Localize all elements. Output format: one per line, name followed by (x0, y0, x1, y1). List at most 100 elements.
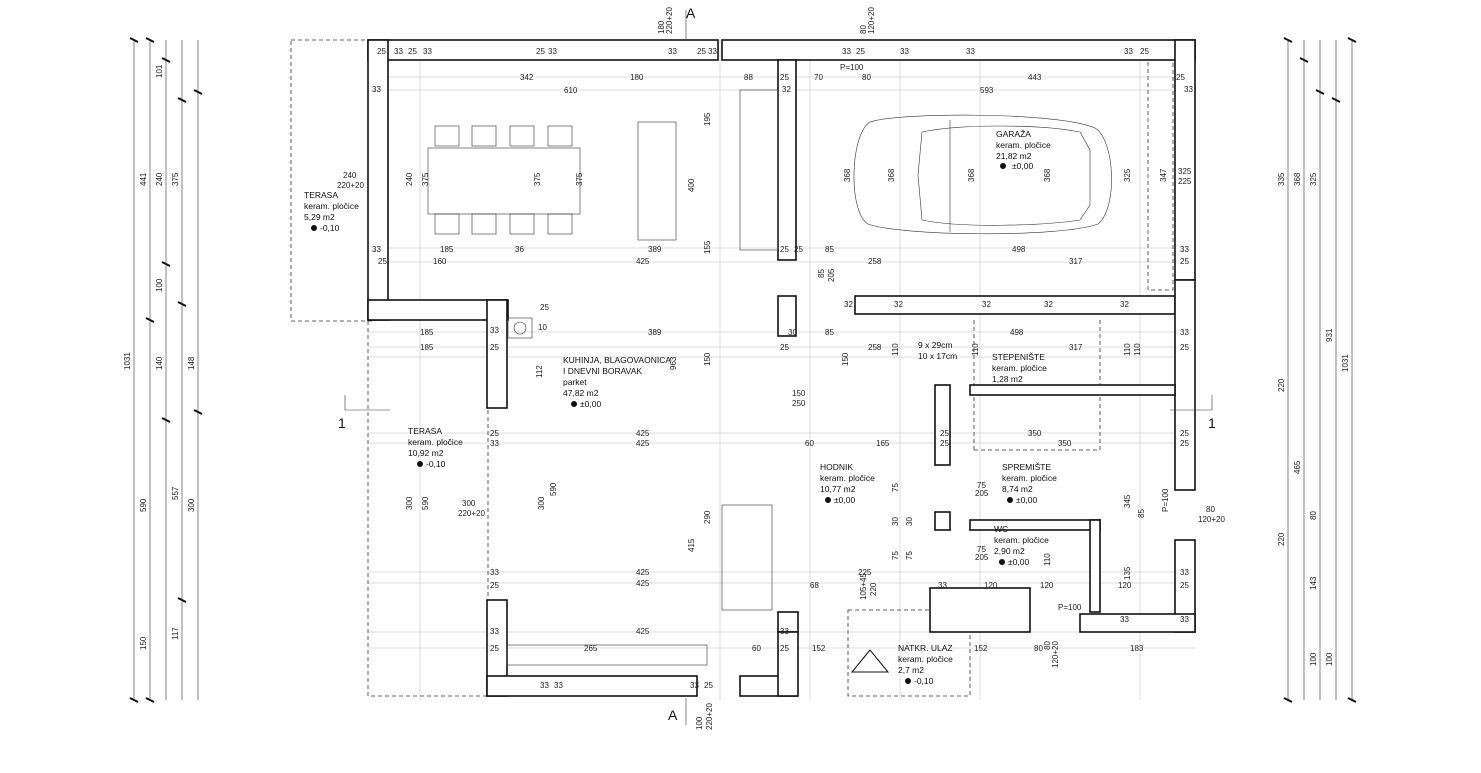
inner-vertical-dimensions: 375 240 375 375 400 195 155 150 150 112 … (405, 112, 1168, 580)
room-level-wc: ±0,00 (1008, 557, 1029, 567)
section-a-bottom: A (668, 707, 678, 723)
svg-text:25: 25 (1180, 257, 1189, 266)
svg-text:140: 140 (155, 356, 164, 370)
room-area-hodnik: 10,77 m2 (820, 484, 856, 494)
svg-text:117: 117 (171, 627, 180, 640)
svg-text:150: 150 (703, 352, 712, 366)
svg-text:375: 375 (421, 172, 430, 186)
svg-text:33: 33 (372, 85, 381, 94)
svg-text:75: 75 (891, 483, 900, 492)
room-level-terasa-top: -0,10 (320, 223, 340, 233)
svg-text:80: 80 (862, 73, 871, 82)
svg-text:415: 415 (687, 538, 696, 552)
svg-text:30: 30 (905, 517, 914, 526)
room-area-ulaz: 2,7 m2 (898, 665, 924, 675)
room-area-spremiste: 8,74 m2 (1002, 484, 1033, 494)
svg-text:258: 258 (868, 257, 882, 266)
svg-text:425: 425 (636, 568, 650, 577)
svg-text:100: 100 (155, 278, 164, 292)
svg-text:220+20: 220+20 (337, 181, 364, 190)
stair-step-1: 9 x 29cm (918, 340, 953, 350)
svg-text:400: 400 (687, 178, 696, 192)
room-finish-ulaz: keram. pločice (898, 654, 953, 664)
svg-text:25: 25 (1180, 439, 1189, 448)
svg-text:180: 180 (657, 20, 666, 34)
svg-text:265: 265 (584, 644, 598, 653)
svg-text:33: 33 (1180, 245, 1189, 254)
svg-text:32: 32 (1044, 300, 1053, 309)
svg-text:25: 25 (377, 47, 386, 56)
svg-text:60: 60 (752, 644, 761, 653)
svg-text:33: 33 (1124, 47, 1133, 56)
svg-text:593: 593 (980, 86, 994, 95)
svg-text:33: 33 (394, 47, 403, 56)
svg-text:220+20: 220+20 (458, 509, 485, 518)
svg-text:590: 590 (421, 496, 430, 510)
svg-text:347: 347 (1159, 168, 1168, 182)
svg-text:120+20: 120+20 (1198, 515, 1225, 524)
level-marker-icon (1007, 497, 1013, 503)
svg-text:425: 425 (636, 439, 650, 448)
svg-text:368: 368 (1293, 172, 1302, 186)
svg-text:33: 33 (372, 245, 381, 254)
level-marker-icon (417, 461, 423, 467)
svg-text:25: 25 (1180, 429, 1189, 438)
svg-text:100: 100 (1325, 652, 1334, 666)
svg-text:165: 165 (876, 439, 890, 448)
svg-text:220: 220 (1277, 378, 1286, 392)
room-name-ulaz: NATKR. ULAZ (898, 643, 953, 653)
svg-text:110: 110 (1043, 553, 1052, 566)
svg-text:250: 250 (792, 399, 806, 408)
svg-text:88: 88 (744, 73, 753, 82)
svg-text:25: 25 (780, 73, 789, 82)
room-area-terasa-top: 5,29 m2 (304, 212, 335, 222)
svg-text:25: 25 (490, 581, 499, 590)
level-marker-icon (905, 678, 911, 684)
svg-text:110: 110 (971, 343, 980, 356)
svg-text:105+45: 105+45 (859, 573, 868, 600)
svg-text:590: 590 (549, 482, 558, 496)
level-marker-icon (571, 401, 577, 407)
svg-text:152: 152 (812, 644, 826, 653)
wall-thickness-labels: 25 33 25 33 25 33 33 25 33 33 25 33 33 3… (372, 47, 1193, 690)
svg-text:85: 85 (825, 245, 834, 254)
section-a-top: A (686, 5, 696, 21)
svg-text:25: 25 (408, 47, 417, 56)
svg-text:85: 85 (817, 269, 826, 278)
svg-text:120: 120 (984, 581, 998, 590)
svg-text:368: 368 (967, 168, 976, 182)
svg-text:183: 183 (1130, 644, 1144, 653)
svg-text:25: 25 (490, 343, 499, 352)
svg-text:389: 389 (648, 328, 662, 337)
svg-text:33: 33 (780, 627, 789, 636)
room-area-garaza: 21,82 m2 (996, 151, 1032, 161)
room-finish-kuhinja: parket (563, 377, 587, 387)
svg-text:155: 155 (703, 240, 712, 254)
room-level-garaza: ±0,00 (1012, 161, 1033, 171)
top-dimensions: 342 180 88 70 80 443 610 593 185 36 389 … (420, 73, 1083, 352)
side-dimensions: 1031 441 590 150 101 240 100 140 557 117… (123, 64, 1350, 666)
svg-text:120: 120 (1040, 581, 1054, 590)
svg-text:30: 30 (788, 328, 797, 337)
level-marker-icon (825, 497, 831, 503)
car-outline (853, 114, 1112, 235)
svg-text:300: 300 (405, 496, 414, 510)
svg-text:498: 498 (1012, 245, 1026, 254)
svg-text:100: 100 (695, 716, 704, 730)
entry-arrow-icon (850, 649, 890, 673)
svg-text:25: 25 (697, 47, 706, 56)
svg-text:25: 25 (1180, 581, 1189, 590)
svg-text:150: 150 (139, 636, 148, 650)
svg-text:33: 33 (490, 568, 499, 577)
svg-text:P=100: P=100 (1161, 488, 1170, 512)
svg-text:335: 335 (1277, 172, 1286, 186)
svg-text:205: 205 (975, 489, 989, 498)
svg-text:195: 195 (703, 112, 712, 126)
room-finish-terasa-top: keram. pločice (304, 201, 359, 211)
svg-text:30: 30 (891, 517, 900, 526)
svg-text:110: 110 (1123, 343, 1132, 356)
svg-text:425: 425 (636, 627, 650, 636)
svg-text:33: 33 (842, 47, 851, 56)
svg-text:610: 610 (564, 86, 578, 95)
svg-text:25: 25 (1180, 343, 1189, 352)
